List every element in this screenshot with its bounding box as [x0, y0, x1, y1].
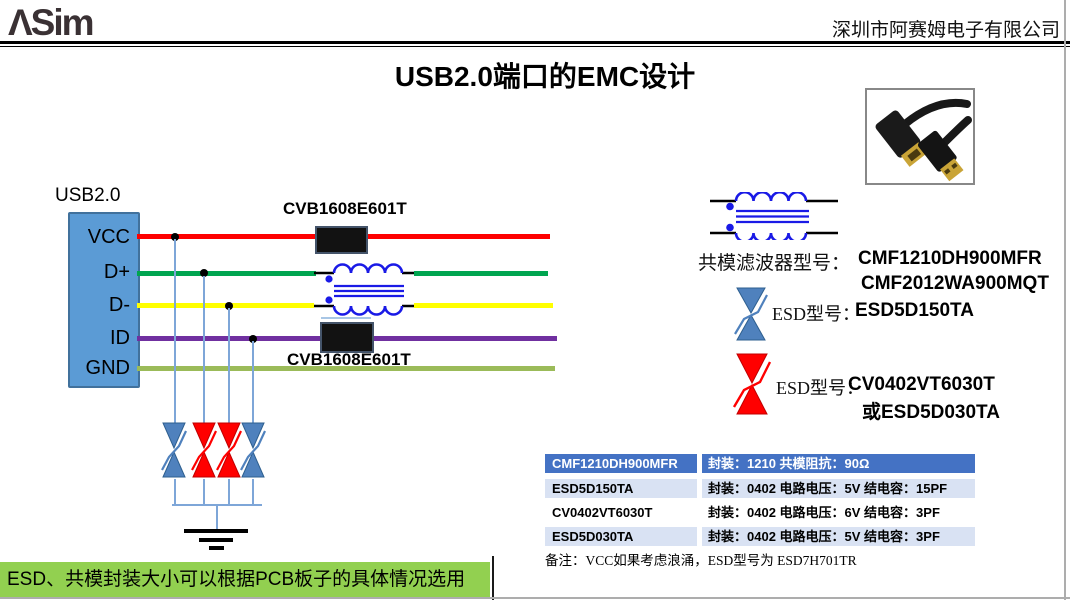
junction-dot-dplus [200, 269, 208, 277]
tvs-diode-red-icon [216, 422, 242, 478]
branch-dminus-lower [228, 479, 230, 505]
company-logo: ΛSim [8, 2, 95, 43]
usb-connector-block [68, 212, 140, 388]
ground-bar-2 [199, 538, 233, 542]
banner-divider [492, 556, 494, 600]
pin-vcc: VCC [87, 226, 130, 248]
branch-dplus [203, 276, 205, 423]
table-cell-part: ESD5D150TA [545, 479, 697, 498]
header-rule-thick [0, 41, 1070, 44]
table-cell-spec: 封装：0402 电路电压：6V 结电容：3PF [702, 503, 975, 522]
branch-id [252, 341, 254, 423]
ferrite-bead-vcc [315, 226, 368, 254]
table-cell-part: CMF1210DH900MFR [545, 454, 697, 473]
table-cell-part: CV0402VT6030T [545, 503, 697, 522]
pin-dminus: D- [108, 294, 130, 316]
branch-id-lower [252, 479, 254, 505]
company-name: 深圳市阿赛姆电子有限公司 [831, 20, 1060, 41]
usb-connector-label: USB2.0 [55, 185, 121, 206]
table-note: 备注：VCC如果考虑浪涌，ESD型号为 ESD7H701TR [545, 553, 857, 568]
table-cell-spec: 封装：0402 电路电压：5V 结电容：15PF [702, 479, 975, 498]
junction-dot-dminus [225, 302, 233, 310]
usb-cable-photo [865, 88, 975, 185]
ferrite-bead-id [320, 322, 374, 353]
ground-bar-3 [209, 546, 224, 550]
branch-dplus-lower [203, 479, 205, 505]
branch-vcc-lower [174, 479, 176, 505]
tvs-diode-blue-icon [161, 422, 187, 478]
pin-dplus: D+ [103, 261, 130, 283]
esd-red-label: ESD型号： [776, 378, 865, 398]
wire-dplus-left [137, 271, 316, 276]
bead-top-label: CVB1608E601T [283, 199, 407, 218]
cmf-model-2: CMF2012WA900MQT [861, 273, 1049, 294]
junction-dot-id [249, 335, 257, 343]
table-cell-spec: 封装：1210 共模阻抗：90Ω [702, 454, 975, 473]
table-cell-part: ESD5D030TA [545, 527, 697, 546]
esd-blue-label: ESD型号： [772, 304, 861, 324]
footnote-banner: ESD、共模封装大小可以根据PCB板子的具体情况选用 [0, 562, 490, 598]
page-title: USB2.0端口的EMC设计 [394, 61, 696, 92]
cmf-model-1: CMF1210DH900MFR [858, 248, 1042, 269]
esd-blue-model: ESD5D150TA [855, 300, 974, 321]
pin-id: ID [110, 327, 130, 349]
branch-dminus [228, 308, 230, 423]
esd-red-model: CV0402VT6030T [848, 374, 995, 395]
wire-gnd [137, 366, 555, 371]
ground-stem [216, 505, 218, 529]
table-cell-spec: 封装：0402 电路电压：5V 结电容：3PF [702, 527, 975, 546]
tvs-diode-blue-icon [240, 422, 266, 478]
page-border-right [1064, 0, 1066, 600]
cmf-filter-symbol [710, 192, 838, 240]
esd-blue-icon [734, 287, 768, 341]
wire-dminus-right [414, 303, 553, 308]
junction-dot-vcc [171, 233, 179, 241]
ground-bar-1 [184, 529, 248, 533]
page-border-bottom [0, 597, 1070, 599]
pin-gnd: GND [85, 357, 130, 379]
header-rule-thin [0, 46, 1070, 48]
common-mode-choke-symbol [314, 263, 414, 316]
esd-red-model-alt: 或ESD5D030TA [862, 402, 1000, 423]
branch-vcc [174, 239, 176, 423]
esd-red-icon [732, 353, 772, 415]
wire-dplus-right [414, 271, 548, 276]
tvs-diode-red-icon [191, 422, 217, 478]
cmf-model-label: 共模滤波器型号： [698, 253, 851, 274]
guide-line [321, 317, 371, 319]
bead-bottom-label: CVB1608E601T [287, 350, 411, 369]
